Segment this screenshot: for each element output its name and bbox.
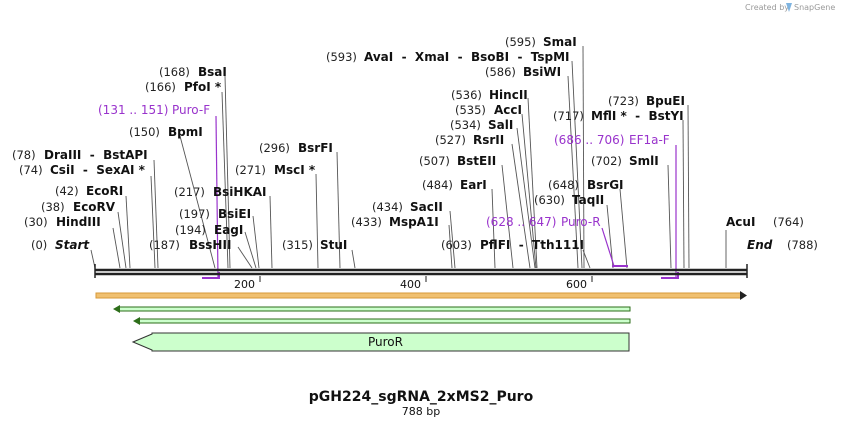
backbone (94, 264, 748, 278)
site-pos: (764) (773, 215, 804, 229)
site-pos: (535) (455, 103, 486, 117)
primer-name-ef1a-f: EF1a-F (629, 133, 670, 147)
site-name-acci: AccI (494, 103, 522, 117)
site-pos: (603) (441, 238, 472, 252)
tick-label-400: 400 (400, 278, 421, 291)
site-name-taqii: TaqII (572, 193, 604, 207)
puror-feature[interactable]: PuroR (131, 332, 630, 352)
site-pos: (194) (175, 223, 206, 237)
primer-name-puro-f: Puro-F (172, 103, 210, 117)
site-pos: (536) (451, 88, 482, 102)
site-name-mspa1i: MspA1I (389, 215, 439, 229)
site-pos: (197) (179, 207, 210, 221)
primer-range: (628 .. 647) (486, 215, 556, 229)
site-pos: (507) (419, 154, 450, 168)
site-name-bpmi: BpmI (168, 125, 203, 139)
site-pos: (168) (159, 65, 190, 79)
site-pos: (788) (787, 238, 818, 252)
site-name-hindiii: HindIII (56, 215, 101, 229)
site-pos: (702) (591, 154, 622, 168)
site-pos: (723) (608, 94, 639, 108)
scale-ticks: 200 400 600 (234, 276, 593, 291)
tick-label-200: 200 (234, 278, 255, 291)
credit-text: Created by (745, 3, 789, 12)
tick-label-600: 600 (566, 278, 587, 291)
site-pos: (150) (129, 125, 160, 139)
primer-marks (202, 265, 679, 279)
site-name-eagi: EagI (214, 223, 243, 237)
site-name-csii-sexai: CsiI - SexAI * (50, 163, 146, 177)
site-name-eari: EarI (460, 178, 487, 192)
site-name-msci: MscI * (274, 163, 316, 177)
site-labels: (0) Start (30) HindIII (38) EcoRV (42) E… (12, 35, 818, 252)
primer-name-puro-r: Puro-R (561, 215, 601, 229)
site-name-bsihkai: BsiHKAI (213, 185, 267, 199)
site-pos: (433) (351, 215, 382, 229)
site-pos: (648) (548, 178, 579, 192)
site-pos: (434) (372, 200, 403, 214)
site-pos: (315) (282, 238, 313, 252)
primer-range: (131 .. 151) (98, 103, 168, 117)
site-pos: (630) (534, 193, 565, 207)
site-pos: (527) (435, 133, 466, 147)
site-pos: (38) (41, 200, 65, 214)
site-name-bsiwi: BsiWI (523, 65, 561, 79)
map-length: 788 bp (402, 405, 440, 418)
map-title: pGH224_sgRNA_2xMS2_Puro (309, 389, 534, 405)
site-pos: (534) (450, 118, 481, 132)
site-name-pflfi-tth111i: PflFI - Tth111I (480, 238, 584, 252)
site-pos: (271) (235, 163, 266, 177)
site-name-draiii-bstapi: DraIII - BstAPI (44, 148, 148, 162)
site-pos: (0) (31, 238, 47, 252)
site-pos: (586) (485, 65, 516, 79)
orange-feature-arrow (95, 291, 747, 300)
site-name-bsteii: BstEII (457, 154, 496, 168)
primer-pointer-lines (215, 115, 677, 279)
site-name-bsrfi: BsrFI (298, 141, 333, 155)
site-name-bsrgi: BsrGI (587, 178, 624, 192)
site-name-bsshii: BssHII (189, 238, 231, 252)
site-pos: (78) (12, 148, 36, 162)
site-name-bsai: BsaI (198, 65, 227, 79)
site-name-acui: AcuI (726, 215, 755, 229)
site-name-ecorv: EcoRV (73, 200, 116, 214)
site-pos: (484) (422, 178, 453, 192)
site-name-sacii: SacII (410, 200, 443, 214)
green-feature-arrow-2 (133, 317, 631, 325)
site-name-pfoi: PfoI * (184, 80, 222, 94)
feature-name-puror: PuroR (368, 335, 403, 349)
snapgene-logo-icon (786, 3, 792, 12)
site-name-smai: SmaI (543, 35, 577, 49)
site-name-smli: SmlI (629, 154, 659, 168)
site-pos: (717) (553, 109, 584, 123)
site-name-mfli-bstyi: MflI * - BstYI (591, 109, 684, 123)
site-pos: (593) (326, 50, 357, 64)
primer-labels: (131 .. 151) Puro-F (628 .. 647) Puro-R … (98, 103, 670, 229)
credit-brand: SnapGene (794, 3, 835, 12)
green-feature-arrow-1 (113, 305, 631, 313)
site-pos: (296) (259, 141, 290, 155)
site-pos: (217) (174, 185, 205, 199)
site-name-bsiei: BsiEI (218, 207, 251, 221)
site-name-rsrii: RsrII (473, 133, 504, 147)
site-name-end: End (747, 238, 773, 252)
site-pos: (30) (24, 215, 48, 229)
site-pos: (187) (149, 238, 180, 252)
site-name-sali: SalI (488, 118, 513, 132)
site-name-avai-xmai-bsobi-tspmi: AvaI - XmaI - BsoBI - TspMI (364, 50, 570, 64)
site-name-bpuei: BpuEI (646, 94, 685, 108)
site-pos: (42) (55, 184, 79, 198)
site-pos: (595) (505, 35, 536, 49)
site-pos: (166) (145, 80, 176, 94)
site-name-ecori: EcoRI (86, 184, 123, 198)
site-pointer-lines (90, 45, 727, 269)
site-name-start: Start (55, 238, 90, 252)
site-pos: (74) (19, 163, 43, 177)
site-name-hincii: HincII (489, 88, 528, 102)
primer-range: (686 .. 706) (554, 133, 624, 147)
site-name-stui: StuI (320, 238, 347, 252)
